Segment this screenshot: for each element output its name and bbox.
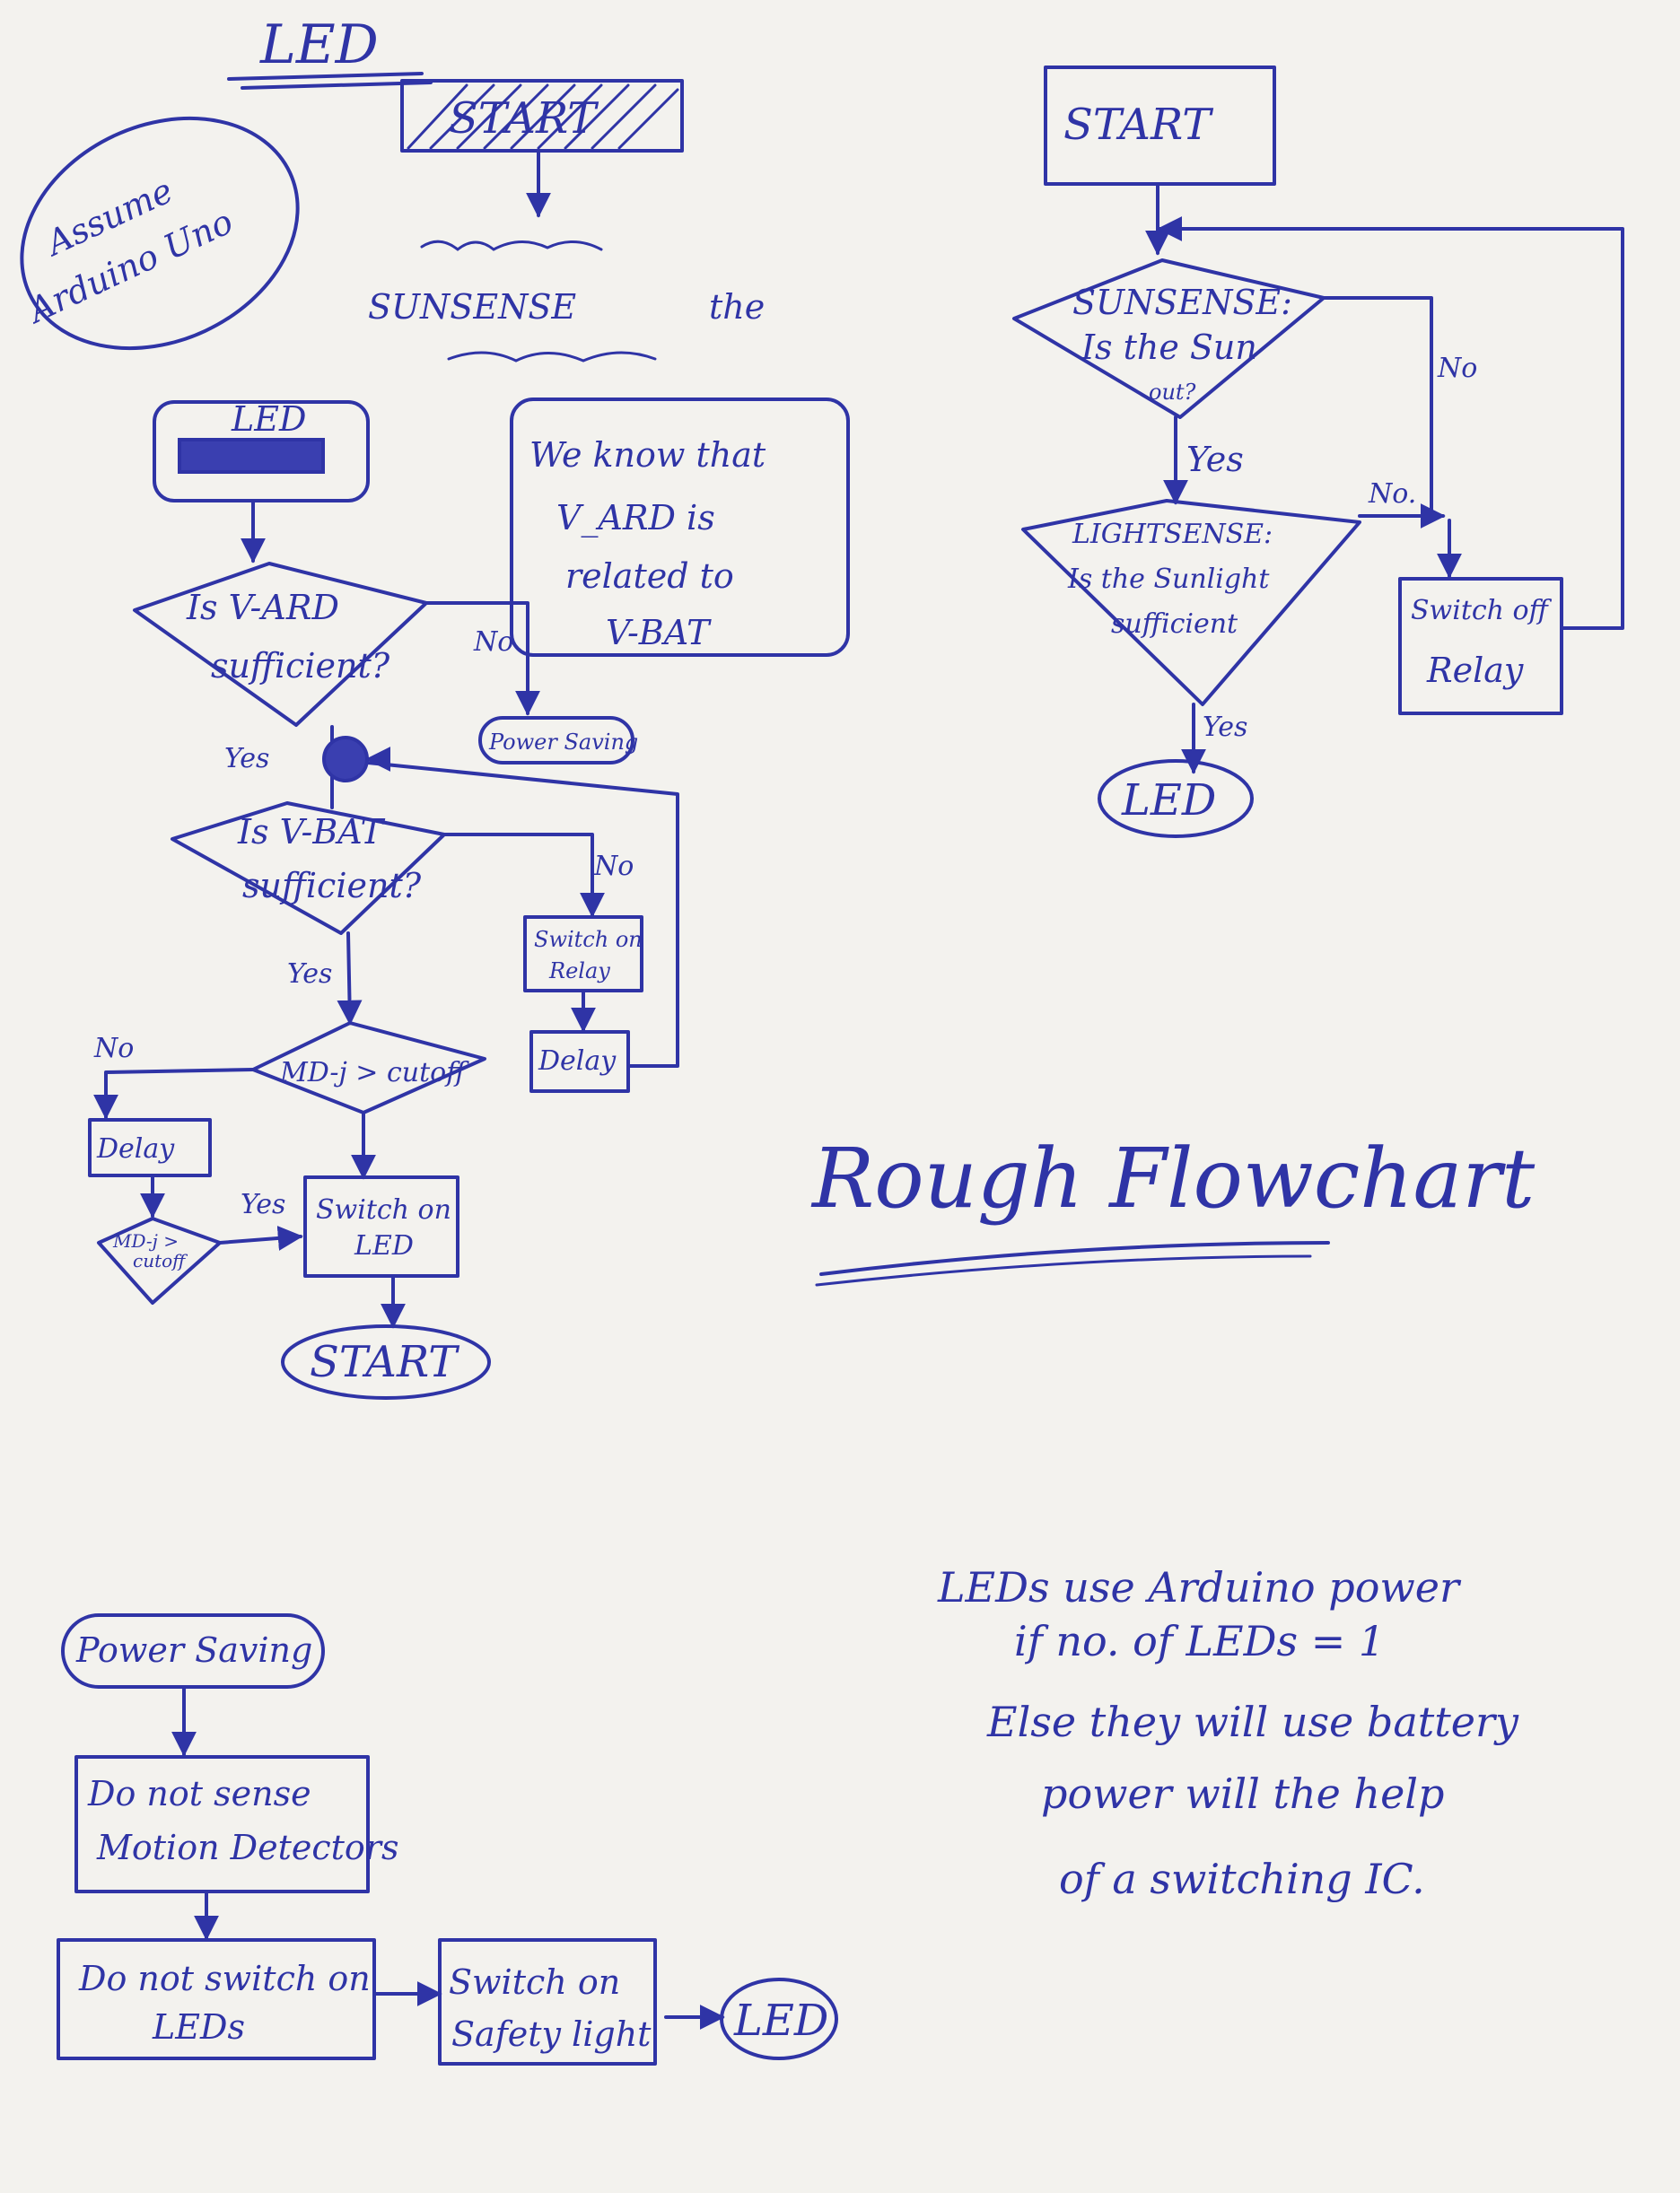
svg-text:V-BAT: V-BAT xyxy=(606,613,712,652)
do-not-switch-box: Do not switch on LEDs xyxy=(57,1938,376,2060)
svg-text:Rough Flowchart: Rough Flowchart xyxy=(810,1131,1536,1227)
svg-text:Do not sense: Do not sense xyxy=(87,1774,311,1813)
svg-text:Delay: Delay xyxy=(96,1133,175,1165)
assumption-note: Assume Arduino Uno xyxy=(20,116,300,351)
svg-text:the: the xyxy=(709,287,765,327)
svg-text:V_ARD is: V_ARD is xyxy=(556,498,715,538)
md-no-label: No xyxy=(93,1033,134,1064)
svg-text:Motion Detectors: Motion Detectors xyxy=(96,1828,398,1867)
svg-text:LED: LED xyxy=(231,399,306,439)
page-title: LED xyxy=(227,13,433,90)
delay-left-box: Delay xyxy=(88,1118,212,1177)
sunsense-yes-label: Yes xyxy=(1186,440,1244,479)
svg-text:LED: LED xyxy=(259,13,379,76)
svg-text:Power Saving: Power Saving xyxy=(488,730,638,755)
arrow-sunsense-no xyxy=(1322,296,1433,522)
power-saving-terminal: Power Saving xyxy=(478,716,638,764)
svg-text:Power Saving: Power Saving xyxy=(75,1630,312,1670)
svg-text:out?: out? xyxy=(1149,380,1196,405)
v-ard-decision: Is V-ARD sufficient? xyxy=(133,562,428,727)
svg-text:of a switching IC.: of a switching IC. xyxy=(1059,1855,1425,1903)
svg-text:LEDs: LEDs xyxy=(152,2007,245,2047)
svg-text:Is the Sunlight: Is the Sunlight xyxy=(1067,564,1270,595)
loop-back-line xyxy=(366,761,679,1068)
svg-text:Switch on: Switch on xyxy=(316,1194,451,1226)
svg-text:START: START xyxy=(449,93,599,144)
svg-text:power will the help: power will the help xyxy=(1041,1769,1444,1818)
safety-light-box: Switch on Safety light xyxy=(438,1938,657,2066)
svg-text:LIGHTSENSE:: LIGHTSENSE: xyxy=(1072,519,1273,550)
svg-text:Switch on: Switch on xyxy=(534,927,643,952)
svg-text:sufficient?: sufficient? xyxy=(242,866,422,905)
vbat-no-label: No xyxy=(593,851,634,882)
arrow-vard-no xyxy=(424,601,540,716)
svg-text:sufficient?: sufficient? xyxy=(211,646,390,686)
svg-text:Is V-ARD: Is V-ARD xyxy=(186,588,339,627)
svg-text:Relay: Relay xyxy=(1426,651,1524,690)
svg-text:Else they will use battery: Else they will use battery xyxy=(986,1698,1519,1746)
svg-text:Is the Sun: Is the Sun xyxy=(1081,328,1257,367)
vard-vbat-note: We know that V_ARD is related to V-BAT xyxy=(510,398,850,657)
arrow-vbat-no xyxy=(442,833,605,918)
switch-on-led-box: Switch on LED xyxy=(303,1175,459,1278)
led-flow-end-start: START xyxy=(281,1324,491,1400)
lightsense-decision: LIGHTSENSE: Is the Sunlight sufficient xyxy=(1021,499,1361,706)
sun-flow-start: START xyxy=(1044,66,1276,186)
svg-text:Do not switch on: Do not switch on xyxy=(78,1959,371,1998)
svg-text:related to: related to xyxy=(565,556,734,596)
md-decision: MD-j > cutoff xyxy=(251,1021,486,1114)
arrow-vbat-yes xyxy=(337,931,363,1026)
led-box: LED xyxy=(153,399,370,502)
svg-text:We know that: We know that xyxy=(529,435,766,475)
sun-flow-led-end: LED xyxy=(1098,759,1254,838)
svg-text:Switch on: Switch on xyxy=(449,1962,620,2002)
svg-text:LED: LED xyxy=(1121,775,1216,826)
do-not-sense-box: Do not sense Motion Detectors xyxy=(74,1755,398,1893)
svg-text:Safety light: Safety light xyxy=(451,2014,652,2054)
sunsense-no-label: No xyxy=(1437,353,1477,384)
svg-text:MD-j >: MD-j > xyxy=(112,1230,179,1252)
arrow-md-small-yes xyxy=(218,1225,303,1251)
md-small-decision: MD-j > cutoff xyxy=(97,1217,222,1305)
svg-text:Is V-BAT: Is V-BAT xyxy=(237,812,386,852)
arrow-relay-loop-back xyxy=(1157,216,1624,630)
sunsense-decision: SUNSENSE: Is the Sun out? xyxy=(1012,258,1326,419)
led-flow-start: START xyxy=(400,79,684,153)
svg-text:Switch off: Switch off xyxy=(1411,595,1553,626)
svg-text:LED: LED xyxy=(733,1996,828,2046)
svg-text:Delay: Delay xyxy=(538,1045,617,1077)
delay-right-box: Delay xyxy=(529,1030,630,1093)
v-bat-decision: Is V-BAT sufficient? xyxy=(171,801,446,935)
vbat-yes-label: Yes xyxy=(287,958,332,990)
svg-text:SUNSENSE:: SUNSENSE: xyxy=(1072,283,1292,322)
power-saving-start: Power Saving xyxy=(61,1613,325,1689)
arrow-md-no xyxy=(93,1068,255,1120)
led-power-note: LEDs use Arduino power if no. of LEDs = … xyxy=(937,1563,1519,1903)
svg-text:SUNSENSE: SUNSENSE xyxy=(368,287,576,327)
sunsense-scribble: SUNSENSE the xyxy=(368,240,765,363)
svg-text:sufficient: sufficient xyxy=(1111,608,1238,640)
vard-no-label: No xyxy=(473,626,513,658)
junction-scribble xyxy=(322,736,369,782)
switch-off-relay-box: Switch off Relay xyxy=(1398,577,1563,715)
switch-on-relay-box: Switch on Relay xyxy=(523,915,643,992)
svg-text:LED: LED xyxy=(354,1230,414,1262)
power-flow-led-end: LED xyxy=(720,1978,838,2060)
svg-text:MD-j > cutoff: MD-j > cutoff xyxy=(279,1057,469,1088)
svg-text:cutoff: cutoff xyxy=(133,1250,188,1271)
svg-text:START: START xyxy=(1063,100,1213,150)
vard-yes-label: Yes xyxy=(224,743,269,774)
svg-text:if no. of LEDs = 1: if no. of LEDs = 1 xyxy=(1014,1617,1385,1665)
svg-text:START: START xyxy=(310,1337,459,1387)
rough-flowchart-heading: Rough Flowchart xyxy=(810,1131,1536,1287)
lightsense-yes-label: Yes xyxy=(1203,712,1247,743)
svg-text:LEDs use Arduino power: LEDs use Arduino power xyxy=(937,1563,1462,1612)
md-small-yes-label: Yes xyxy=(241,1189,285,1220)
svg-text:Relay: Relay xyxy=(548,958,610,983)
lightsense-no-label: No. xyxy=(1368,478,1416,510)
